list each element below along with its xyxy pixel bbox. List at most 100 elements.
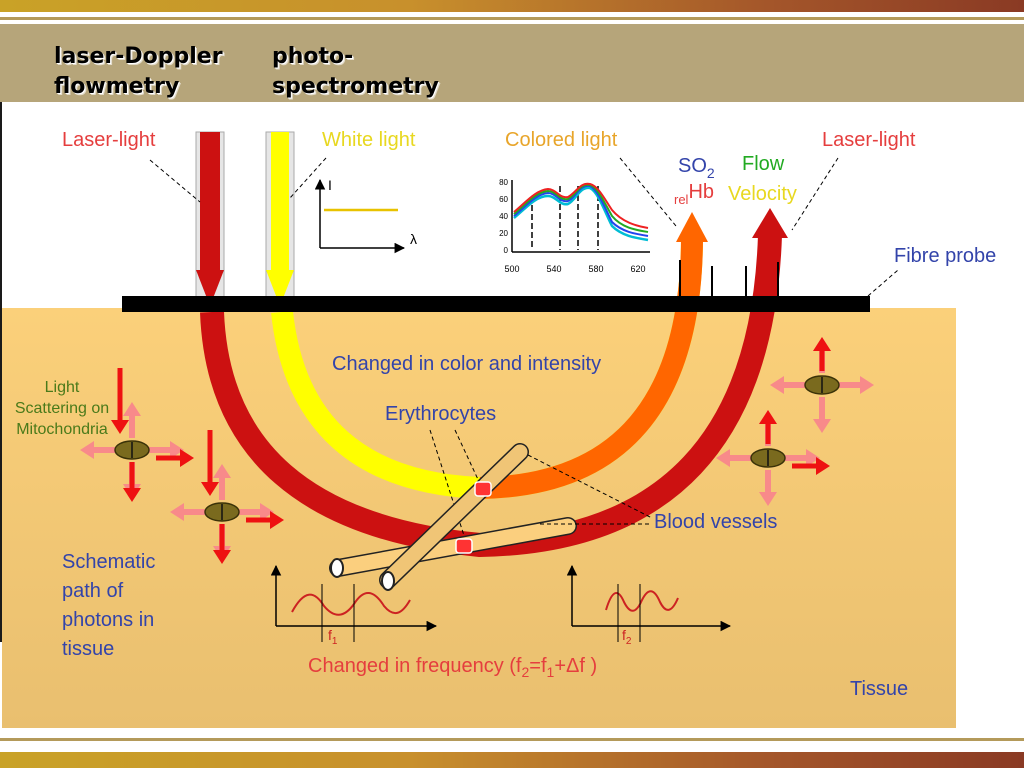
laser-light-right-label: Laser-light (822, 129, 916, 151)
title-photo-spectrometry-line1: photo- (272, 44, 354, 69)
spectrum-x-tick: 500 (504, 264, 519, 274)
scatter-arrow (759, 470, 777, 506)
vessel-opening (330, 558, 344, 578)
schematic-label-line2: path of (62, 580, 124, 602)
light-scattering-label-line2: Scattering on (15, 400, 109, 417)
fibre-probe-label: Fibre probe (894, 245, 996, 267)
flow-label: Flow (742, 153, 785, 175)
scatter-arrow (813, 337, 831, 371)
white-input-arrow-head (266, 270, 294, 306)
f2-wave (605, 590, 679, 612)
white-light-leader (289, 157, 327, 199)
colored-light-leader (619, 157, 677, 227)
spectrum-y-tick: 20 (499, 229, 508, 238)
laser-light-left-label: Laser-light (62, 129, 156, 151)
scatter-arrow (123, 462, 141, 502)
title-photo-spectrometry-line2: spectrometry (272, 74, 439, 99)
top-decor-band (0, 0, 1024, 12)
erythrocyte (455, 538, 473, 554)
scatter-arrow (792, 457, 830, 475)
scatter-arrow (782, 449, 820, 467)
spectrum-y-tick: 40 (499, 212, 508, 221)
light-scattering-label-line1: Light (45, 379, 80, 396)
rel-hb-label: relHb (674, 181, 714, 207)
blood-vessel (329, 517, 577, 577)
title-laser-doppler-line2: flowmetry (54, 74, 180, 99)
scatter-arrow (213, 464, 231, 500)
schematic-label-line3: photons in (62, 609, 154, 631)
vessel-opening (381, 571, 395, 591)
absorption-spectrum-inset: 80 60 40 20 0 500 540 580 620 (499, 178, 650, 274)
bottom-decor-band (0, 752, 1024, 768)
white-input-beam (271, 132, 289, 272)
scatter-arrow (246, 511, 284, 529)
left-edge-bar (0, 102, 2, 642)
spectrum-x-tick: 540 (546, 264, 561, 274)
title-laser-doppler-line1: laser-Doppler (54, 44, 223, 69)
scatter-arrow (836, 376, 874, 394)
scatter-arrow (156, 449, 194, 467)
spectrum-curve (513, 186, 649, 242)
spectrum-x-tick: 580 (588, 264, 603, 274)
scatter-arrow (759, 410, 777, 444)
spectrum-x-tick: 620 (630, 264, 645, 274)
spectrum-y-tick: 80 (499, 178, 508, 187)
f1-label: f1 (328, 627, 338, 647)
scatter-arrow (236, 503, 274, 521)
scatter-arrow (813, 397, 831, 433)
scatter-arrow (716, 449, 754, 467)
laser-input-arrow-head (196, 270, 224, 306)
colored-light-label: Colored light (505, 129, 618, 151)
spectrum-curve (513, 184, 649, 237)
scatter-arrow (201, 430, 219, 496)
bottom-decor-line (0, 738, 1024, 741)
schematic-label-line4: tissue (62, 638, 114, 660)
laser-light-leader (149, 159, 201, 203)
title-photo-spectrometry: photo- spectrometry (272, 42, 439, 102)
title-laser-doppler: laser-Doppler flowmetry (54, 42, 223, 102)
top-decor-line (0, 17, 1024, 20)
scatter-arrow (170, 503, 208, 521)
so2-label: SO2 (678, 155, 715, 181)
changed-color-label: Changed in color and intensity (332, 353, 601, 375)
tissue-region (2, 308, 956, 728)
scatter-arrow (213, 524, 231, 564)
tissue-label: Tissue (850, 678, 908, 700)
light-scattering-label-line3: Mitochondria (16, 421, 108, 438)
frequency-f1-inset: f1 (270, 564, 438, 647)
erythrocyte-leader (454, 429, 483, 489)
scatter-arrow (123, 402, 141, 438)
erythrocyte (474, 481, 492, 497)
spectrum-y-tick: 60 (499, 195, 508, 204)
blood-vessel-leader (527, 454, 653, 519)
changed-frequency-label: Changed in frequency (f2=f1+Δf ) (308, 655, 597, 680)
white-light-label: White light (322, 129, 416, 151)
laser-light-right-leader (791, 157, 839, 231)
white-light-spectrum-inset: I λ (314, 177, 417, 254)
spectrum-curve (513, 182, 649, 229)
spectrum-curve (513, 183, 649, 233)
scatter-arrow (146, 441, 184, 459)
velocity-label: Velocity (728, 183, 797, 205)
blood-vessel (379, 443, 529, 589)
laser-input-beam (200, 132, 220, 272)
blood-vessels-label: Blood vessels (654, 511, 777, 533)
inset-i-label: I (328, 177, 332, 193)
header-bar: laser-Doppler flowmetry photo- spectrome… (0, 24, 1024, 102)
mitochondria-scattering-layer (80, 337, 874, 564)
frequency-f2-inset: f2 (566, 564, 732, 647)
scatter-arrow (770, 376, 808, 394)
inset-lambda-label: λ (410, 231, 417, 247)
spectrum-y-tick: 0 (504, 246, 509, 255)
fibre-probe-bar (122, 296, 870, 312)
scatter-arrow (80, 441, 118, 459)
scatter-arrow (111, 368, 129, 434)
fibre-probe-leader (867, 269, 899, 297)
f2-label: f2 (622, 627, 632, 647)
colored-light-arrow-head (676, 212, 708, 242)
erythrocytes-label: Erythrocytes (385, 403, 496, 425)
laser-return-arrow-head (752, 208, 788, 238)
schematic-label-line1: Schematic (62, 551, 155, 573)
